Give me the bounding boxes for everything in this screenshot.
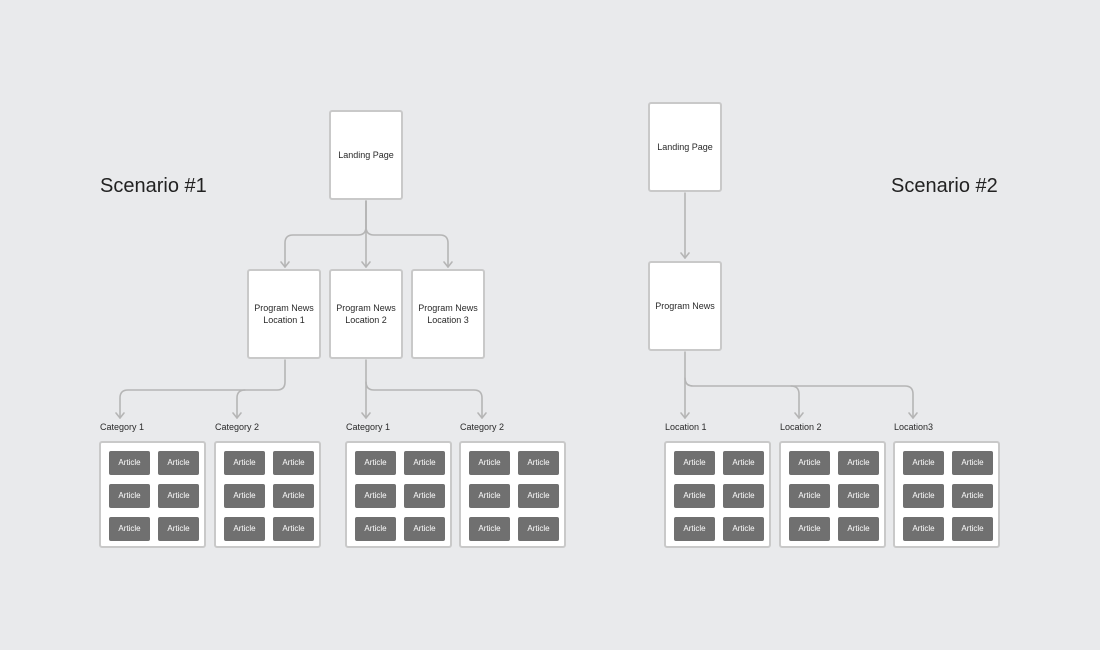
article-tile: Article xyxy=(273,517,314,541)
article-tile: Article xyxy=(469,517,510,541)
article-tile: Article xyxy=(158,517,199,541)
article-tile: Article xyxy=(273,484,314,508)
article-tile: Article xyxy=(404,484,445,508)
connector-location-1-to-category-2 xyxy=(236,389,246,419)
article-tile: Article xyxy=(404,517,445,541)
article-tile: Article xyxy=(355,451,396,475)
article-tile: Article xyxy=(404,451,445,475)
connector-location-1-to-category-2-arrowhead xyxy=(232,412,242,419)
article-tile: Article xyxy=(224,517,265,541)
connector-s2-program-to-location-2 xyxy=(684,377,800,419)
connector-location-1-to-category-1 xyxy=(119,359,286,419)
article-tile: Article xyxy=(355,484,396,508)
article-tile: Article xyxy=(952,517,993,541)
article-tile: Article xyxy=(224,451,265,475)
connector-location-2-to-category-2-arrowhead xyxy=(477,412,487,419)
s2-group-label-1: Location 1 xyxy=(665,422,707,432)
s1-group-label-3: Category 1 xyxy=(346,422,391,432)
article-tile: Article xyxy=(518,517,559,541)
article-tile: Article xyxy=(838,484,879,508)
connector-s2-program-to-location-2-arrowhead xyxy=(794,412,804,419)
article-tile: Article xyxy=(789,517,830,541)
article-tile: Article xyxy=(109,451,150,475)
s1-program-news-location-3: Program News Location 3 xyxy=(411,269,485,359)
article-tile: Article xyxy=(723,484,764,508)
article-tile: Article xyxy=(469,451,510,475)
s2-group-label-3: Location3 xyxy=(894,422,934,432)
article-tile: Article xyxy=(952,484,993,508)
article-tile: Article xyxy=(674,517,715,541)
connector-s2-program-to-location-1-arrowhead xyxy=(680,412,690,419)
connector-s2-program-to-location-3-arrowhead xyxy=(908,412,918,419)
connector-landing-to-location-2-arrowhead xyxy=(361,261,371,268)
s2-landing-page: Landing Page xyxy=(648,102,722,192)
s2-group-label-2: Location 2 xyxy=(780,422,822,432)
connector-landing-to-location-1-arrowhead xyxy=(280,261,290,268)
article-tile: Article xyxy=(469,484,510,508)
s1-group-label-4: Category 2 xyxy=(460,422,505,432)
connector-landing-to-location-3 xyxy=(365,200,449,268)
s1-landing-page: Landing Page xyxy=(329,110,403,200)
article-tile: Article xyxy=(224,484,265,508)
scenario-2-title: Scenario #2 xyxy=(891,175,998,197)
article-tile: Article xyxy=(109,484,150,508)
article-tile: Article xyxy=(838,517,879,541)
s2-program-news: Program News xyxy=(648,261,722,351)
scenario-1-title: Scenario #1 xyxy=(100,175,207,197)
article-tile: Article xyxy=(903,451,944,475)
article-tile: Article xyxy=(158,484,199,508)
article-tile: Article xyxy=(355,517,396,541)
article-tile: Article xyxy=(952,451,993,475)
article-tile: Article xyxy=(723,451,764,475)
connector-location-1-to-category-1-arrowhead xyxy=(115,412,125,419)
article-tile: Article xyxy=(789,484,830,508)
connector-landing-to-location-3-arrowhead xyxy=(443,261,453,268)
s1-group-label-1: Category 1 xyxy=(100,422,145,432)
article-tile: Article xyxy=(518,484,559,508)
article-tile: Article xyxy=(903,484,944,508)
article-tile: Article xyxy=(674,484,715,508)
connector-landing-to-location-1 xyxy=(284,200,367,268)
connector-location-2-to-category-1-arrowhead xyxy=(361,412,371,419)
connector-s2-landing-to-program-arrowhead xyxy=(680,252,690,259)
connector-s2-program-to-location-3 xyxy=(790,385,914,419)
article-tile: Article xyxy=(158,451,199,475)
s1-program-news-location-1: Program News Location 1 xyxy=(247,269,321,359)
connector-location-2-to-category-2 xyxy=(365,381,483,419)
s1-program-news-location-2: Program News Location 2 xyxy=(329,269,403,359)
article-tile: Article xyxy=(674,451,715,475)
article-tile: Article xyxy=(789,451,830,475)
article-tile: Article xyxy=(518,451,559,475)
article-tile: Article xyxy=(723,517,764,541)
s1-group-label-2: Category 2 xyxy=(215,422,260,432)
article-tile: Article xyxy=(838,451,879,475)
article-tile: Article xyxy=(273,451,314,475)
article-tile: Article xyxy=(109,517,150,541)
article-tile: Article xyxy=(903,517,944,541)
